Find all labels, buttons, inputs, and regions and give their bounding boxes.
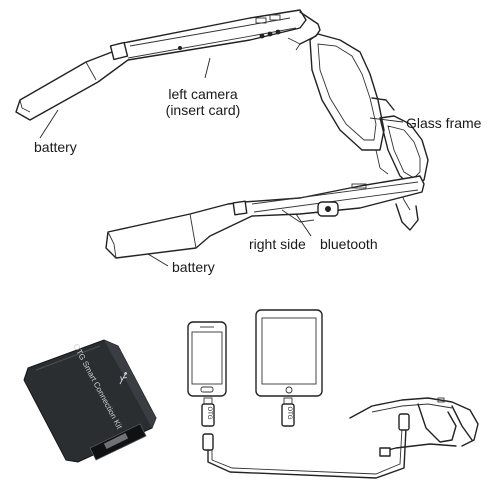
bluetooth-label: bluetooth: [320, 236, 378, 252]
front-frame: [299, 11, 429, 211]
phone-device: [187, 321, 227, 427]
right-temple-arm: [105, 175, 425, 259]
left-camera-label: left camera (insert card): [150, 86, 256, 118]
usb-cable: [202, 413, 410, 479]
left-camera-text: left camera: [168, 86, 238, 102]
insert-card-text: (insert card): [165, 102, 241, 118]
tablet-device: [255, 309, 323, 427]
battery-left-label: battery: [34, 139, 77, 155]
leader-lines: [39, 57, 404, 267]
glass-frame-label: Glass frame: [406, 115, 482, 131]
otg-plug-text-2: OTG: [286, 406, 292, 420]
battery-right-label: battery: [172, 259, 215, 275]
left-temple-arm: [15, 9, 307, 121]
otg-plug-text-1: OTG: [206, 406, 212, 420]
otg-adapter: [23, 339, 157, 463]
right-side-label: right side: [249, 236, 306, 252]
small-glasses: [349, 397, 479, 457]
usb-icon: [119, 372, 128, 385]
